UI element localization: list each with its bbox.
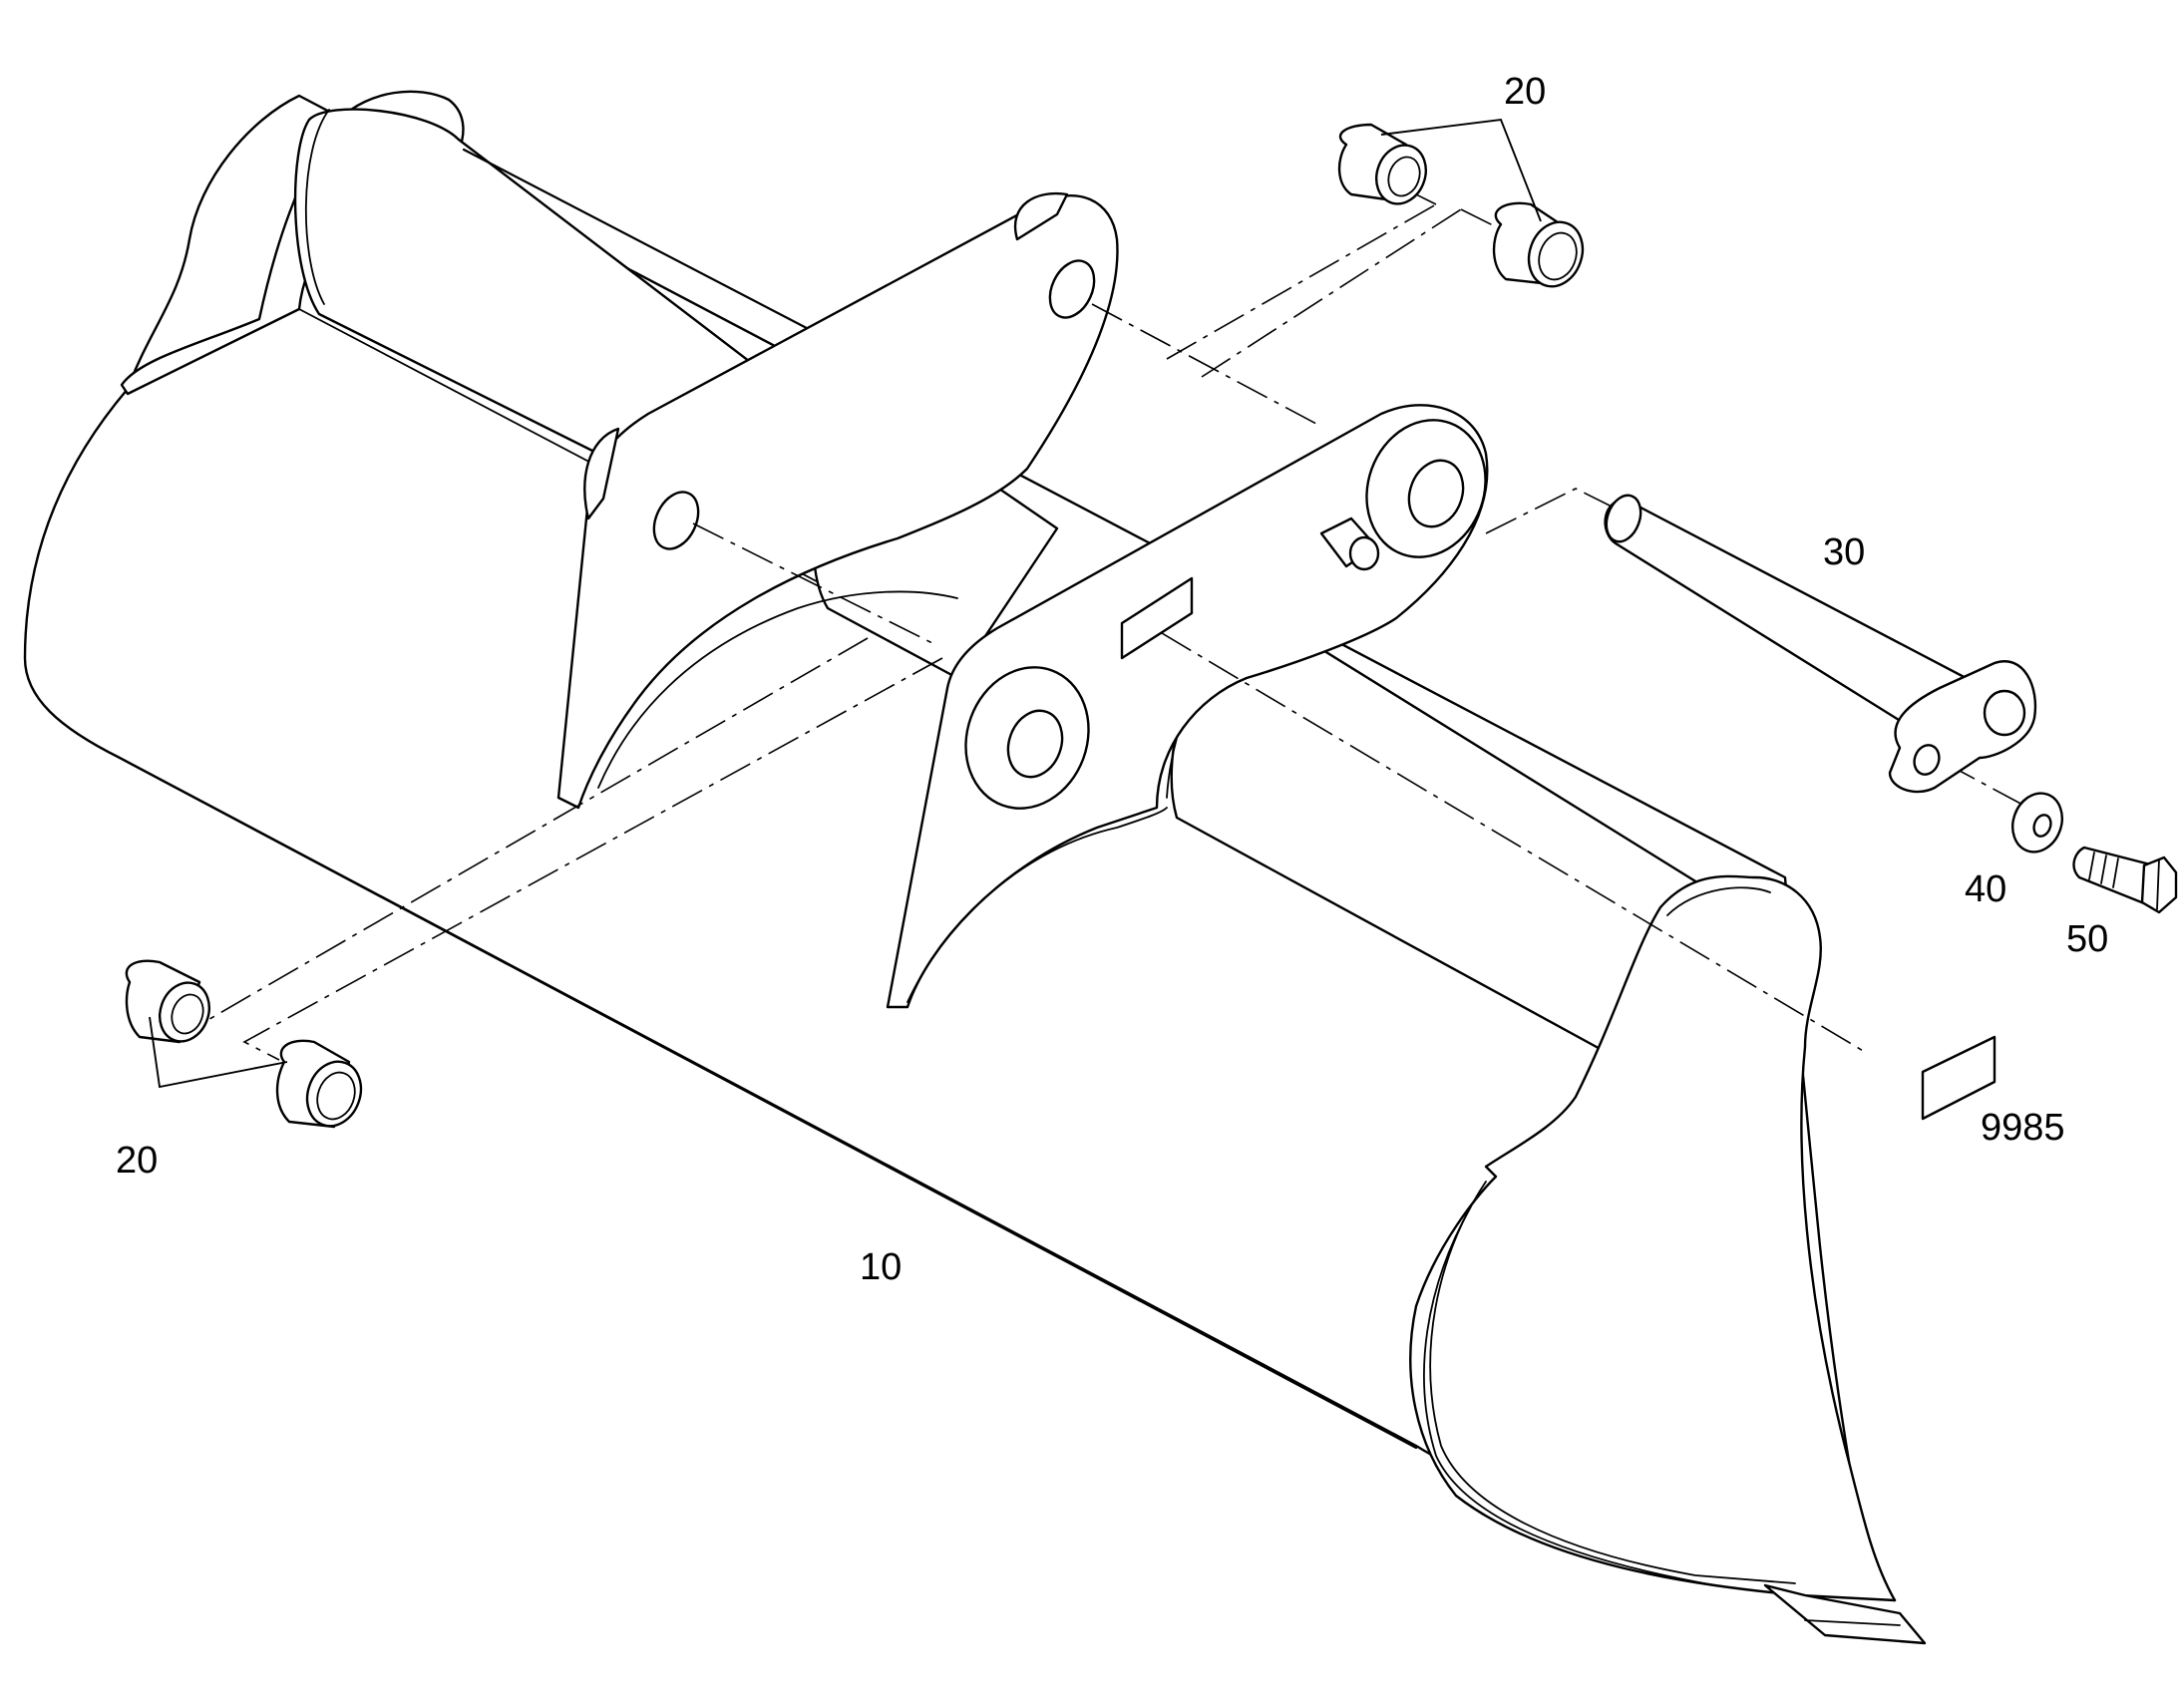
bolt-head bbox=[2140, 855, 2178, 914]
mounting-bracket-right bbox=[886, 404, 1489, 1009]
washer bbox=[2011, 792, 2063, 854]
bracket-right-stop-pin-end bbox=[1348, 535, 1380, 571]
bracket-left-boss-upper bbox=[1014, 191, 1069, 241]
bucket-bottom-line bbox=[118, 756, 1418, 1450]
cutting-edge-tooth-line bbox=[1804, 1619, 1901, 1626]
decal bbox=[1921, 1035, 1997, 1121]
mounting-bracket-left bbox=[556, 191, 1119, 810]
callout-bushing-top: 20 bbox=[1504, 71, 1546, 113]
bushing-top-left bbox=[1337, 123, 1427, 205]
bracket-right-boss-upper-hole bbox=[1407, 459, 1465, 528]
bushing-bottom-left bbox=[125, 959, 210, 1044]
assembly-center-lines bbox=[203, 183, 2025, 1061]
bracket-right-rib bbox=[907, 807, 1168, 1003]
bracket-left-boss-lower bbox=[583, 427, 620, 520]
callout-decal: 9985 bbox=[1981, 1107, 2065, 1149]
pin bbox=[1604, 494, 2037, 794]
pin-end bbox=[1605, 494, 1642, 543]
bushing-bottom-right bbox=[275, 1039, 363, 1129]
right-end-plate bbox=[1409, 874, 1897, 1602]
bracket-decal-location bbox=[1120, 576, 1194, 660]
cutting-edge-inner bbox=[1429, 1181, 1796, 1584]
upper-tube-top-line bbox=[462, 148, 830, 341]
callout-bushing-bottom: 20 bbox=[116, 1140, 158, 1182]
callout-bucket: 10 bbox=[860, 1246, 902, 1288]
upper-tube-back-end bbox=[304, 109, 330, 305]
bushing-top-right bbox=[1492, 201, 1585, 288]
bolt bbox=[2072, 846, 2178, 914]
bolt-shank bbox=[2072, 846, 2156, 907]
pin-retainer-head bbox=[1983, 689, 2026, 737]
callout-bolt: 50 bbox=[2066, 918, 2108, 960]
pin-retainer-hole bbox=[1913, 744, 1941, 776]
cutting-edge-inner-2 bbox=[1423, 1205, 1716, 1586]
bracket-right-boss-lower-hole bbox=[1006, 709, 1064, 779]
cutting-edge-tooth bbox=[1763, 1583, 1927, 1645]
bracket-left-rib bbox=[597, 590, 958, 789]
bracket-left-hole-lower bbox=[652, 491, 700, 550]
bracket-left-hole-upper bbox=[1048, 259, 1096, 319]
callout-pin: 30 bbox=[1823, 531, 1865, 573]
callout-washer: 40 bbox=[1965, 868, 2006, 910]
right-end-plate-inner bbox=[1666, 886, 1771, 916]
leader-lines bbox=[149, 118, 1542, 1089]
